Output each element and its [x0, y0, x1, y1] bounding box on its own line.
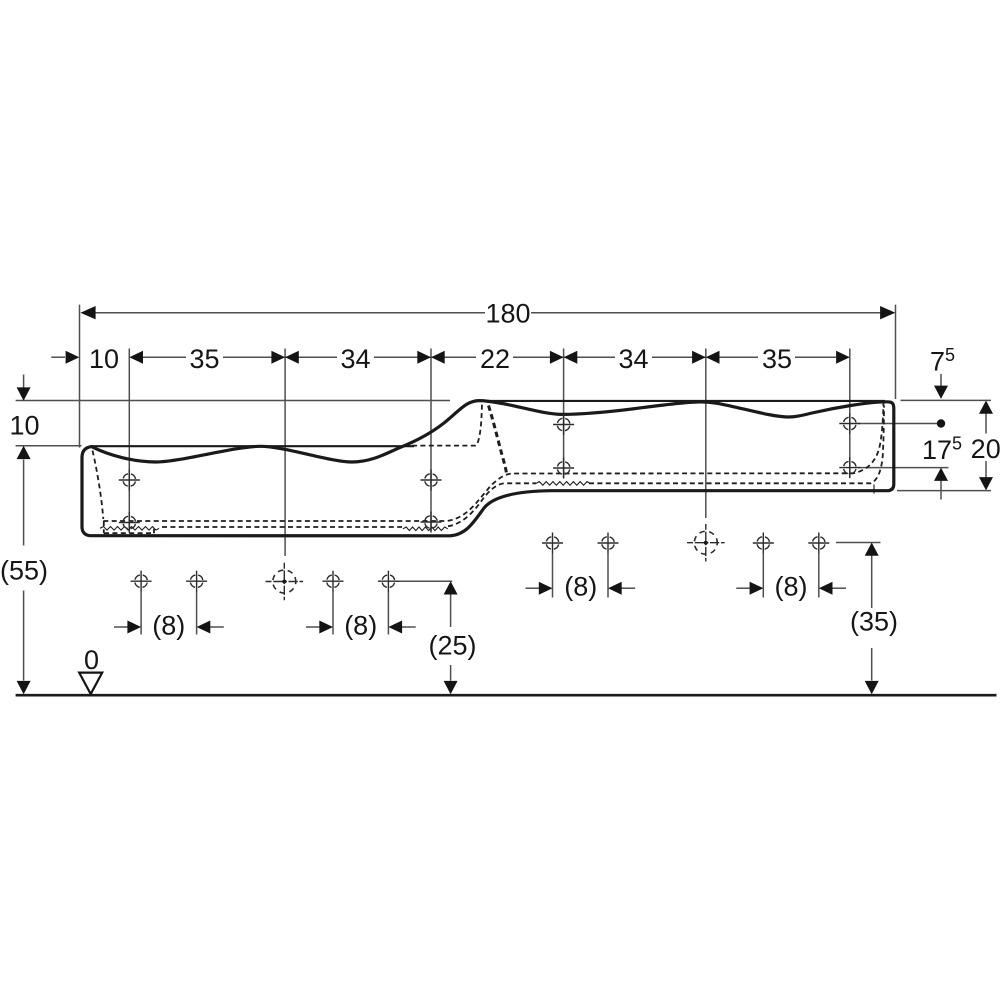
svg-text:10: 10 [9, 411, 39, 441]
svg-text:35: 35 [189, 344, 219, 374]
svg-text:34: 34 [618, 344, 648, 374]
svg-text:(8): (8) [152, 611, 185, 641]
svg-text:(35): (35) [850, 607, 898, 637]
svg-text:35: 35 [762, 344, 792, 374]
svg-text:(55): (55) [0, 556, 48, 586]
svg-text:34: 34 [340, 344, 370, 374]
svg-text:(8): (8) [564, 572, 597, 602]
svg-text:(8): (8) [775, 572, 808, 602]
svg-text:22: 22 [480, 344, 510, 374]
svg-text:(25): (25) [428, 631, 476, 661]
svg-text:10: 10 [89, 344, 119, 374]
svg-text:180: 180 [485, 298, 530, 328]
svg-text:(8): (8) [344, 611, 377, 641]
svg-text:20: 20 [971, 434, 1000, 464]
svg-text:0: 0 [84, 645, 99, 675]
